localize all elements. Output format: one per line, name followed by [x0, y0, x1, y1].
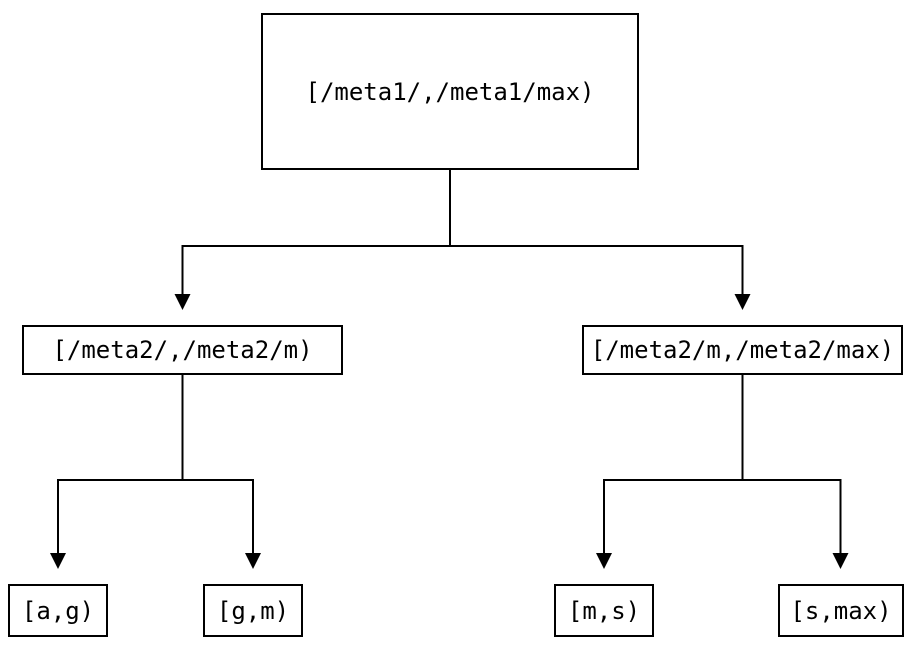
arrowhead-icon: [734, 294, 751, 310]
leaf-node-ms: [m,s): [554, 584, 654, 637]
leaf-node-ag: [a,g): [8, 584, 108, 637]
right-branch-node-label: [/meta2/m,/meta2/max): [590, 336, 895, 364]
leaf-node-ag-label: [a,g): [21, 596, 95, 625]
edge-right-branch-to-leaves: [603, 375, 842, 553]
arrowhead-icon: [596, 553, 612, 569]
arrowhead-icon: [245, 553, 261, 569]
leaf-node-gm-label: [g,m): [216, 596, 290, 625]
arrowhead-icon: [174, 294, 191, 310]
root-node-label: [/meta1/,/meta1/max): [305, 77, 595, 106]
arrowhead-icon: [50, 553, 66, 569]
edge-left-branch-to-leaves: [57, 375, 254, 553]
edge-root-to-branches: [181, 170, 744, 294]
root-node: [/meta1/,/meta1/max): [261, 13, 639, 170]
right-branch-node: [/meta2/m,/meta2/max): [582, 325, 903, 375]
left-branch-node-label: [/meta2/,/meta2/m): [52, 336, 313, 364]
arrowhead-icon: [832, 553, 849, 569]
leaf-node-ms-label: [m,s): [567, 596, 641, 625]
leaf-node-smax-label: [s,max): [790, 596, 892, 625]
leaf-node-gm: [g,m): [203, 584, 303, 637]
left-branch-node: [/meta2/,/meta2/m): [22, 325, 343, 375]
leaf-node-smax: [s,max): [778, 584, 904, 637]
